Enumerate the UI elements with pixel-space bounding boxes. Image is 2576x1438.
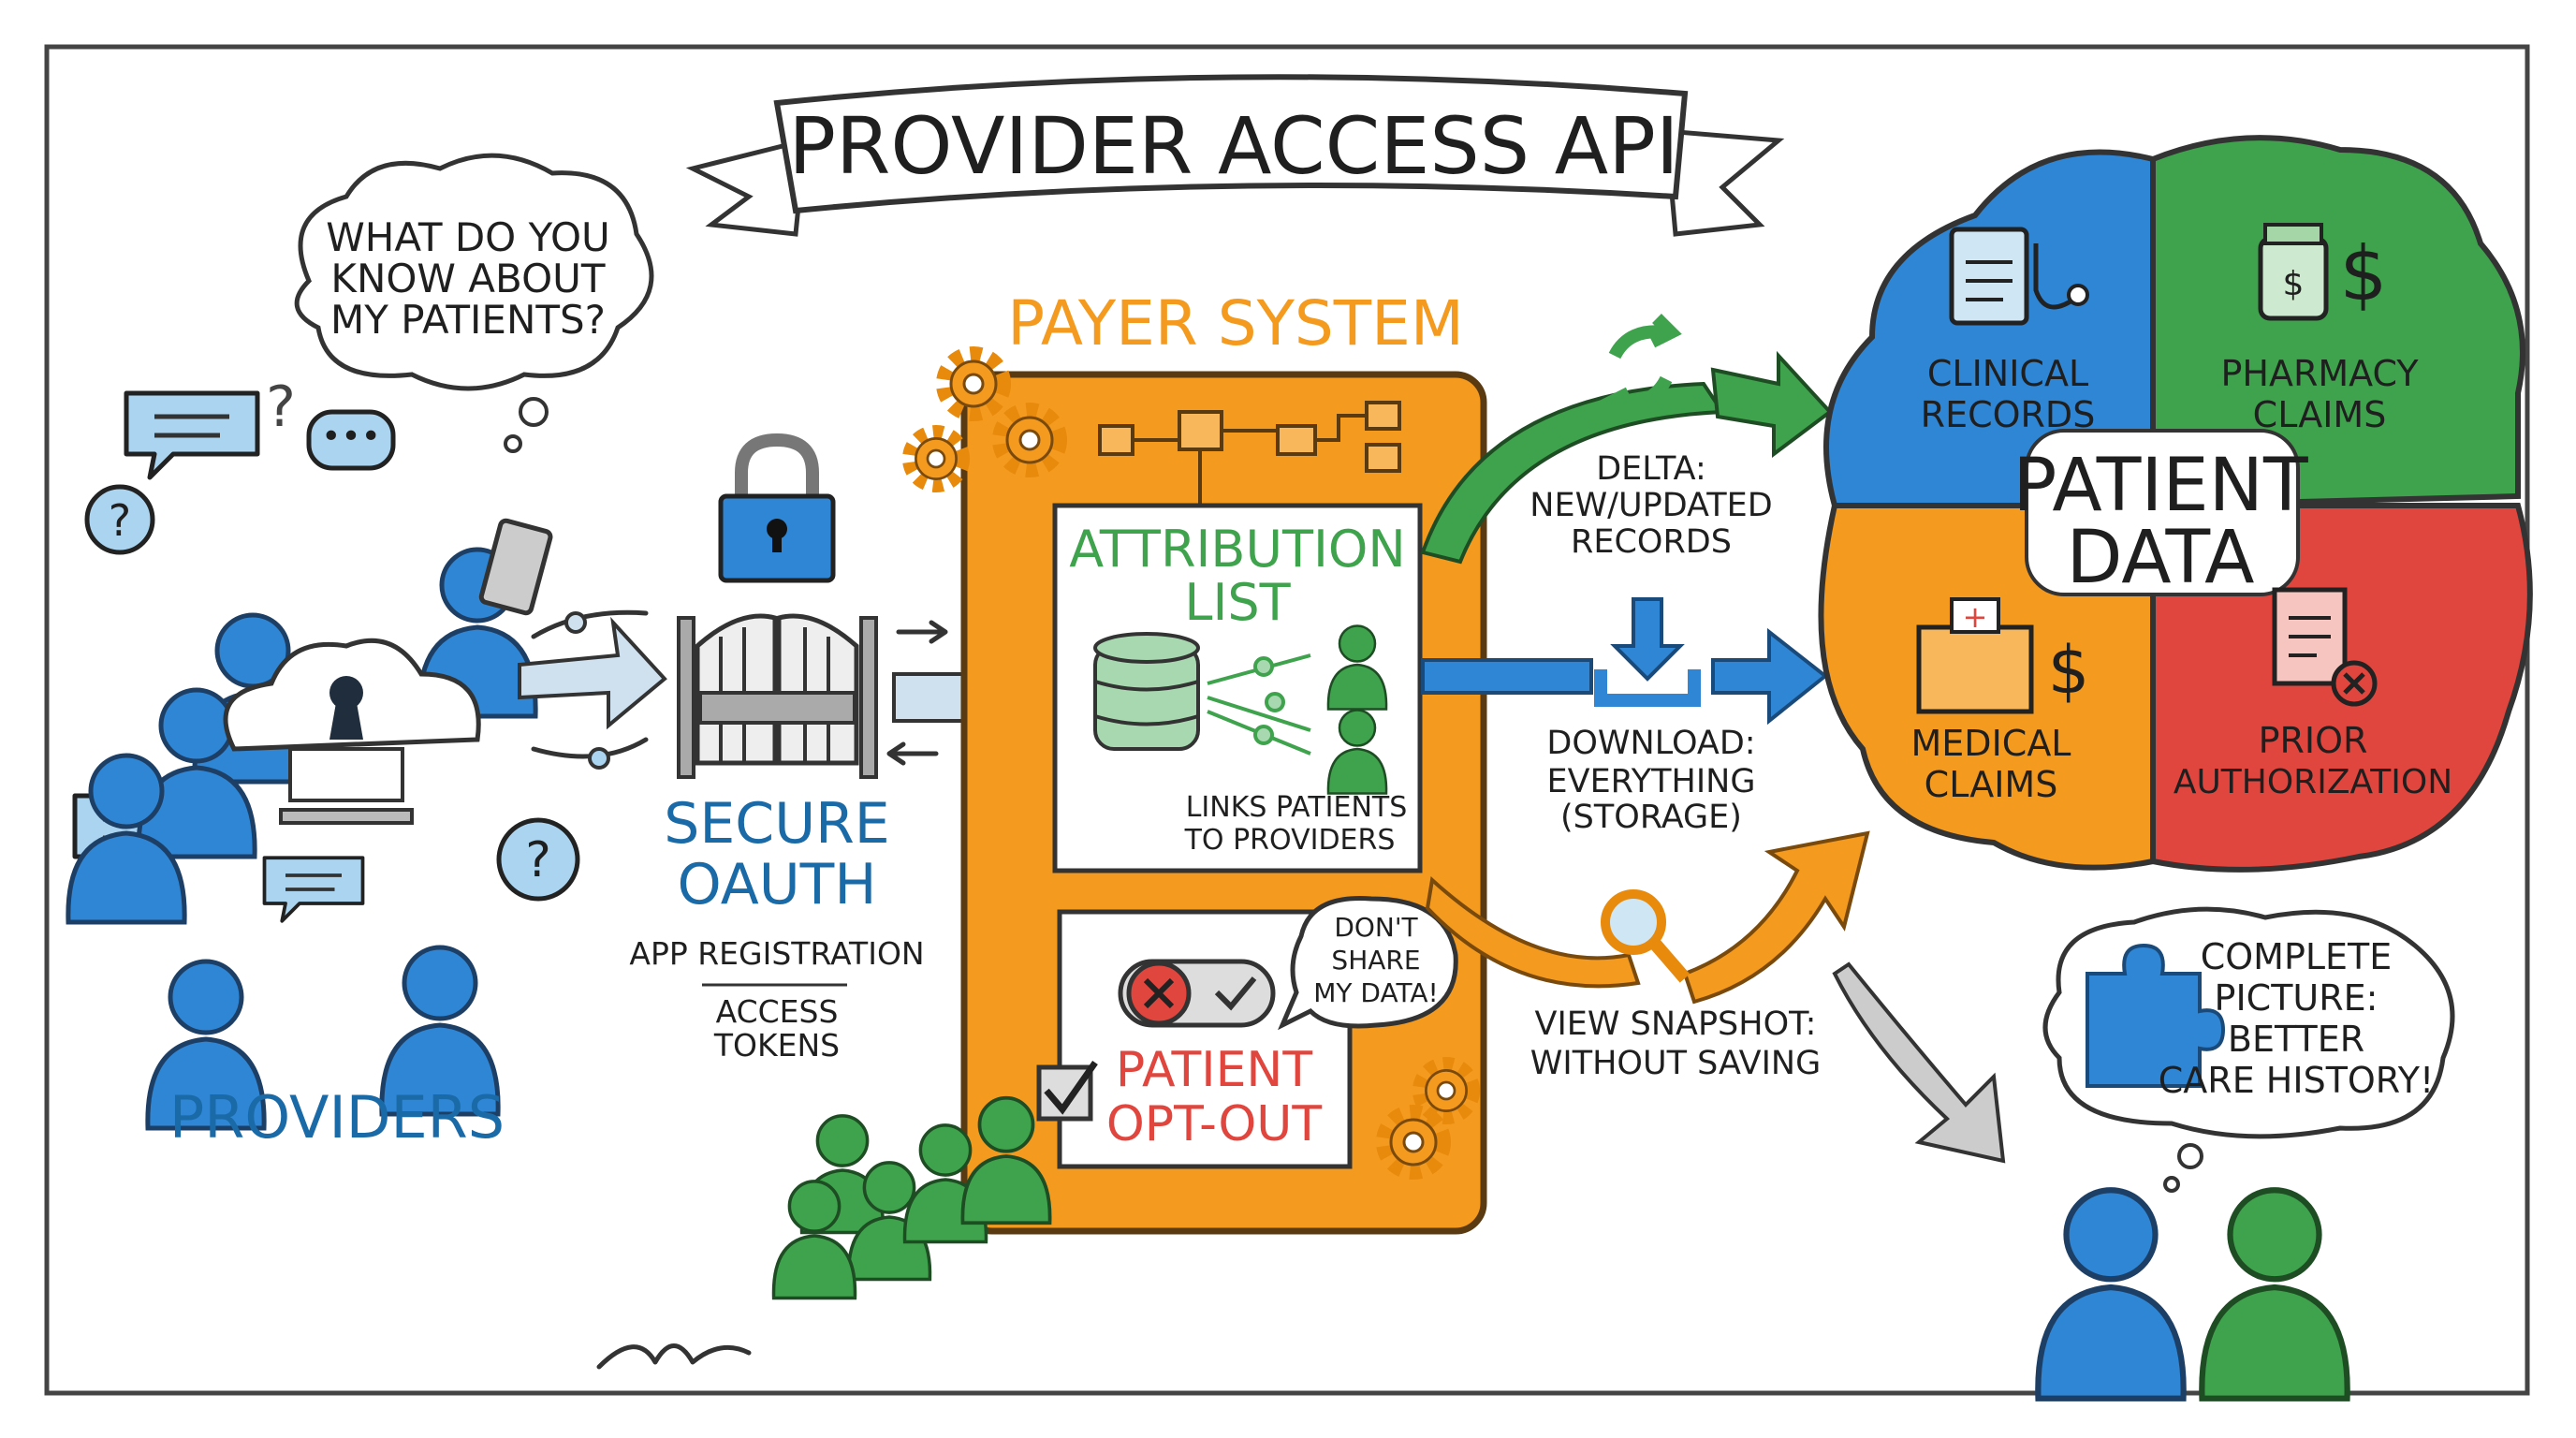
- delta-line-1: DELTA:: [1596, 450, 1706, 488]
- svg-text:+: +: [1963, 599, 1988, 635]
- diagram-title: PROVIDER ACCESS API: [788, 100, 1678, 192]
- outcome-line-1: COMPLETE: [2201, 936, 2393, 977]
- doctor-icon: [2038, 1190, 2183, 1399]
- opt-out-title-1: PATIENT: [1116, 1042, 1312, 1098]
- question-icons: ? ? ? •••: [84, 374, 580, 902]
- snapshot-flow-arrow: [1425, 830, 1870, 1005]
- snapshot-line-2: WITHOUT SAVING: [1530, 1045, 1821, 1082]
- providers-label: PROVIDERS: [169, 1083, 505, 1152]
- opt-out-toggle[interactable]: [1118, 959, 1276, 1028]
- puzzle-piece-icon: [2086, 943, 2226, 1088]
- attribution-title-1: ATTRIBUTION: [1069, 520, 1406, 579]
- prior-authorization-line-2: AUTHORIZATION: [2174, 763, 2452, 801]
- attribution-caption-2: TO PROVIDERS: [1184, 824, 1396, 857]
- delta-line-3: RECORDS: [1571, 523, 1732, 561]
- speech-line-2: SHARE: [1331, 945, 1420, 976]
- gear-icon: [909, 432, 963, 486]
- speech-line-3: MY DATA!: [1313, 977, 1439, 1008]
- prior-authorization-line-1: PRIOR: [2259, 720, 2368, 761]
- clinical-records-line-1: CLINICAL: [1927, 353, 2088, 394]
- thought-line-2: KNOW ABOUT: [330, 256, 606, 301]
- gate-icon: [677, 613, 878, 779]
- download-flow-arrow: [1421, 597, 1829, 726]
- dont-share-speech-bubble: DON'T SHARE MY DATA!: [1278, 896, 1458, 1031]
- document-reject-icon: [2272, 587, 2378, 707]
- link-lines: [1207, 653, 1311, 756]
- speech-bubble-icon: [265, 858, 363, 921]
- pharmacy-claims-line-1: PHARMACY: [2220, 353, 2419, 394]
- payer-system-title: PAYER SYSTEM: [1007, 287, 1464, 360]
- outcome-line-2: PICTURE:: [2215, 977, 2378, 1019]
- secure-cloud-computer-icon: [223, 638, 481, 825]
- puzzle-piece-clinical-records: [1823, 149, 2156, 508]
- title-banner: PROVIDER ACCESS API: [685, 74, 1785, 237]
- patient-opt-out-card: PATIENT OPT-OUT: [1057, 909, 1353, 1169]
- svg-text:?: ?: [109, 495, 131, 546]
- clinical-records-line-2: RECORDS: [1921, 394, 2096, 435]
- speech-bubble-icon: [126, 393, 257, 477]
- attribution-caption-1: LINKS PATIENTS: [1186, 791, 1408, 824]
- thought-line-3: MY PATIENTS?: [330, 297, 606, 343]
- svg-text:$: $: [2048, 632, 2090, 709]
- speech-line-1: DON'T: [1334, 912, 1418, 943]
- patient-data-title-2: DATA: [2067, 516, 2255, 600]
- pill-bottle-icon: $$: [2258, 223, 2388, 321]
- database-icon: [1093, 632, 1200, 751]
- outcome-line-4: CARE HISTORY!: [2159, 1060, 2434, 1101]
- happy-patient-icon: [2202, 1190, 2347, 1399]
- sync-icon: [1599, 314, 1682, 421]
- thought-line-1: WHAT DO YOU: [326, 214, 610, 260]
- medical-claims-line-2: CLAIMS: [1925, 764, 2058, 805]
- svg-text:?: ?: [525, 832, 551, 888]
- complete-picture-thought-bubble: COMPLETE PICTURE: BETTER CARE HISTORY!: [2042, 906, 2455, 1193]
- svg-text:?: ?: [266, 374, 296, 440]
- clipboard-stethoscope-icon: [1949, 227, 2089, 326]
- patient-data-title-1: PATIENT: [2012, 444, 2308, 528]
- providers-thought-bubble: WHAT DO YOU KNOW ABOUT MY PATIENTS?: [294, 153, 654, 453]
- magnifier-icon: [1601, 889, 1666, 955]
- hospital-icon: +$: [1916, 597, 2090, 714]
- svg-text:$: $: [2283, 265, 2305, 303]
- access-tokens-line-1: ACCESS: [716, 993, 839, 1030]
- attribution-title-2: LIST: [1184, 573, 1291, 632]
- tablet-icon: [478, 518, 553, 616]
- pharmacy-claims-line-2: CLAIMS: [2253, 394, 2387, 435]
- opt-out-checkbox-icon: [1036, 1060, 1098, 1122]
- outcome-arrow: [1832, 961, 2006, 1164]
- sketch-frame: [44, 44, 2530, 1396]
- opt-out-title-2: OPT-OUT: [1106, 1096, 1322, 1152]
- gear-icon: [944, 354, 1003, 414]
- medical-claims-line-1: MEDICAL: [1911, 723, 2071, 764]
- outcome-line-3: BETTER: [2228, 1019, 2364, 1060]
- workflow-diagram-icon: [1098, 401, 1401, 506]
- download-icon: [1610, 597, 1685, 682]
- patient-data-puzzle: $$ +$ CLINICAL RECORDS PHARMACY CLAIMS P…: [1818, 135, 2533, 873]
- padlock-icon: [718, 433, 836, 583]
- app-registration-label: APP REGISTRATION: [629, 935, 924, 972]
- puzzle-piece-pharmacy-claims: [2150, 135, 2525, 509]
- download-line-3: (STORAGE): [1560, 799, 1742, 836]
- signature: [596, 1343, 752, 1370]
- download-line-1: DOWNLOAD:: [1546, 725, 1755, 762]
- access-tokens-line-2: TOKENS: [713, 1027, 840, 1064]
- secure-oauth-title-2: OAUTH: [678, 852, 877, 917]
- secure-oauth-title-1: SECURE: [664, 791, 889, 857]
- svg-text:$: $: [2340, 230, 2388, 317]
- download-line-2: EVERYTHING: [1547, 763, 1756, 800]
- delta-flow-arrow: [1420, 314, 1833, 565]
- svg-text:•••: •••: [321, 418, 381, 456]
- snapshot-line-1: VIEW SNAPSHOT:: [1535, 1005, 1817, 1043]
- delta-line-2: NEW/UPDATED: [1530, 487, 1772, 524]
- attribution-list-card: ATTRIBUTION LIST LINKS PATIENTS TO PROVI…: [1052, 503, 1423, 873]
